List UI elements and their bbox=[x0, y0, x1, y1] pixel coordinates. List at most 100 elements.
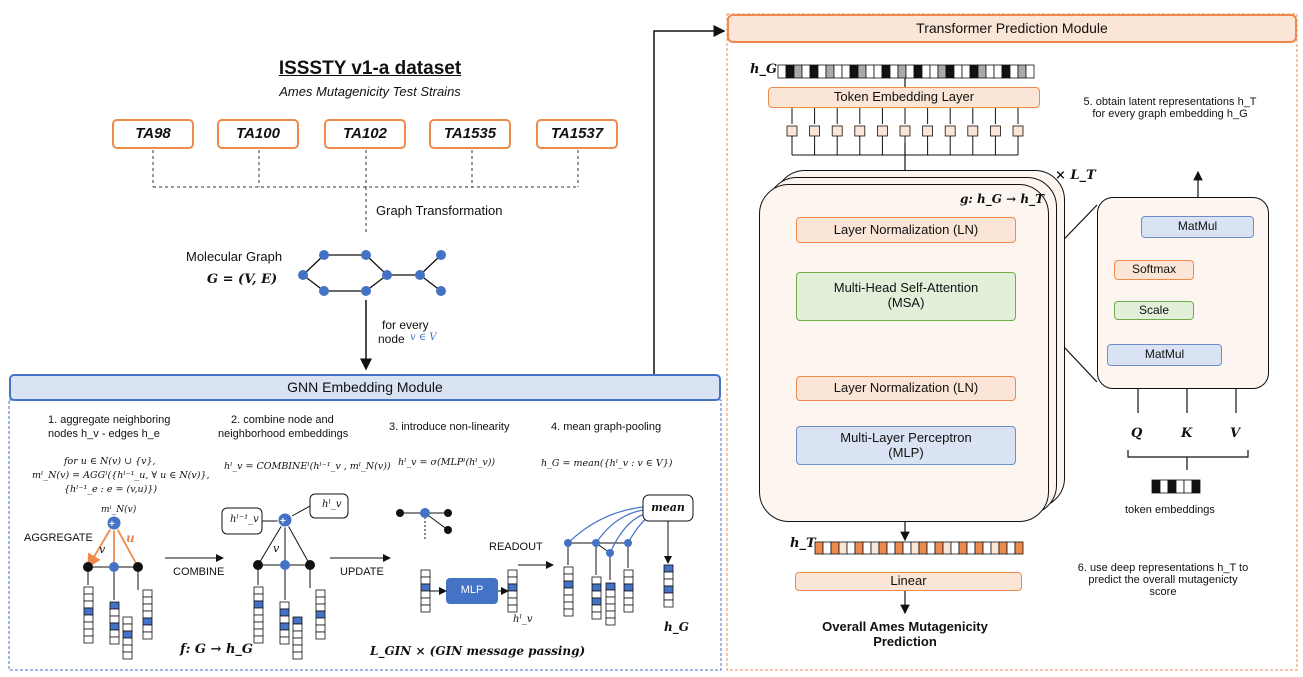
hg-cell bbox=[1009, 64, 1019, 79]
feature-cell bbox=[292, 623, 303, 632]
feature-cell bbox=[591, 583, 602, 592]
feature-cell bbox=[122, 630, 133, 639]
feature-cell bbox=[420, 569, 431, 578]
step1-eq2: mˡ_N(v) = AGGˡ({hˡ⁻¹_u, ∀ u ∈ N(v)}, bbox=[32, 470, 210, 481]
encoder-repeat-label: × L_T bbox=[1055, 168, 1096, 183]
hg-cell bbox=[921, 64, 931, 79]
attn-k-label: K bbox=[1181, 426, 1193, 441]
transformer-module-title: Transformer Prediction Module bbox=[727, 14, 1297, 43]
feature-cell bbox=[623, 590, 634, 599]
msa-line2: (MSA) bbox=[887, 295, 925, 310]
ht-cell bbox=[982, 541, 992, 555]
step3-eq: hˡ_v = σ(MLPˡ(hˡ_v)) bbox=[398, 457, 496, 468]
ht-vector-strip bbox=[814, 541, 1024, 555]
feature-cell bbox=[623, 569, 634, 578]
feature-cell bbox=[142, 631, 153, 640]
token-emb-cell bbox=[1167, 479, 1177, 494]
hg-cell bbox=[817, 64, 827, 79]
hg-cell bbox=[833, 64, 843, 79]
hg-cell bbox=[929, 64, 939, 79]
token-box bbox=[854, 125, 866, 137]
attn-scale: Scale bbox=[1114, 301, 1194, 320]
feature-cell bbox=[253, 593, 264, 602]
feature-cell bbox=[623, 604, 634, 613]
hg-cell bbox=[1025, 64, 1035, 79]
mlp-block: Multi-Layer Perceptron (MLP) bbox=[796, 426, 1016, 465]
attn-q-label: Q bbox=[1131, 426, 1143, 441]
feature-cell bbox=[663, 585, 674, 594]
ht-cell bbox=[878, 541, 888, 555]
feature-cell bbox=[279, 608, 290, 617]
token-emb-cell bbox=[1191, 479, 1201, 494]
feature-cell bbox=[591, 576, 602, 585]
ht-cell bbox=[854, 541, 864, 555]
note6-line3: score bbox=[1149, 586, 1177, 598]
msa-line1: Multi-Head Self-Attention bbox=[833, 280, 979, 295]
feature-cell bbox=[315, 603, 326, 612]
step3-line1: 3. introduce non-linearity bbox=[389, 421, 510, 433]
feature-cell bbox=[83, 586, 94, 595]
ht-cell bbox=[902, 541, 912, 555]
gnn-to-transformer-arrow bbox=[653, 25, 726, 375]
feature-cell bbox=[315, 589, 326, 598]
hg-cell bbox=[961, 64, 971, 79]
hg-vector-strip bbox=[777, 64, 1035, 79]
token-embeddings-label: token embeddings bbox=[1125, 504, 1215, 516]
feature-cell bbox=[563, 566, 574, 575]
feature-cell bbox=[292, 616, 303, 625]
hg-cell bbox=[905, 64, 915, 79]
hg-cell bbox=[841, 64, 851, 79]
linear-block: Linear bbox=[795, 572, 1022, 591]
output-label: Overall Ames Mutagenicity Prediction bbox=[800, 619, 1010, 649]
strain-ta100: TA100 bbox=[217, 119, 299, 149]
msa-block: Multi-Head Self-Attention (MSA) bbox=[796, 272, 1016, 321]
feature-cell bbox=[83, 593, 94, 602]
feature-cell bbox=[292, 651, 303, 660]
feature-cell bbox=[605, 589, 616, 598]
hg-cell bbox=[785, 64, 795, 79]
step2-line1: 2. combine node and bbox=[231, 414, 334, 426]
step1-line1: 1. aggregate neighboring bbox=[48, 414, 171, 426]
hg-cell bbox=[937, 64, 947, 79]
gnn-loop-label: L_GIN × (GIN message passing) bbox=[370, 644, 586, 658]
feature-cell bbox=[122, 637, 133, 646]
token-emb-cell bbox=[1183, 479, 1193, 494]
update-illustration bbox=[396, 508, 509, 604]
step1-eq3: {hˡ⁻¹_e : e = (v,u)}) bbox=[64, 484, 158, 495]
token-emb-cell bbox=[1151, 479, 1161, 494]
feature-cell bbox=[591, 597, 602, 606]
feature-cell bbox=[109, 636, 120, 645]
hg-cell bbox=[1001, 64, 1011, 79]
hg-cell bbox=[809, 64, 819, 79]
feature-cell bbox=[563, 580, 574, 589]
feature-cell bbox=[420, 597, 431, 606]
hg-cell bbox=[897, 64, 907, 79]
feature-cell bbox=[83, 607, 94, 616]
feature-cell bbox=[663, 564, 674, 573]
strain-ta1537: TA1537 bbox=[536, 119, 618, 149]
hg-cell bbox=[865, 64, 875, 79]
hg-cell bbox=[873, 64, 883, 79]
attn-softmax: Softmax bbox=[1114, 260, 1194, 280]
hg-cell bbox=[849, 64, 859, 79]
encoder-mapping-label: g: h_G → h_T bbox=[960, 192, 1045, 206]
token-embedding-layer: Token Embedding Layer bbox=[768, 87, 1040, 108]
feature-cell bbox=[563, 573, 574, 582]
note6-line2: predict the overall mutagenicty bbox=[1088, 574, 1238, 586]
feature-cell bbox=[109, 622, 120, 631]
feature-cell bbox=[253, 600, 264, 609]
combine-v-label: v bbox=[273, 542, 280, 555]
feature-cell bbox=[315, 624, 326, 633]
feature-cell bbox=[279, 615, 290, 624]
feature-cell bbox=[109, 601, 120, 610]
layer-norm-2: Layer Normalization (LN) bbox=[796, 376, 1016, 401]
token-embedding-tokens bbox=[786, 125, 1024, 137]
feature-cell bbox=[142, 603, 153, 612]
feature-cell bbox=[253, 621, 264, 630]
feature-cell bbox=[623, 576, 634, 585]
combine-h-cur: hˡ_v bbox=[322, 499, 342, 510]
feature-cell bbox=[420, 604, 431, 613]
strain-ta98: TA98 bbox=[112, 119, 194, 149]
ht-cell bbox=[894, 541, 904, 555]
feature-cell bbox=[315, 596, 326, 605]
